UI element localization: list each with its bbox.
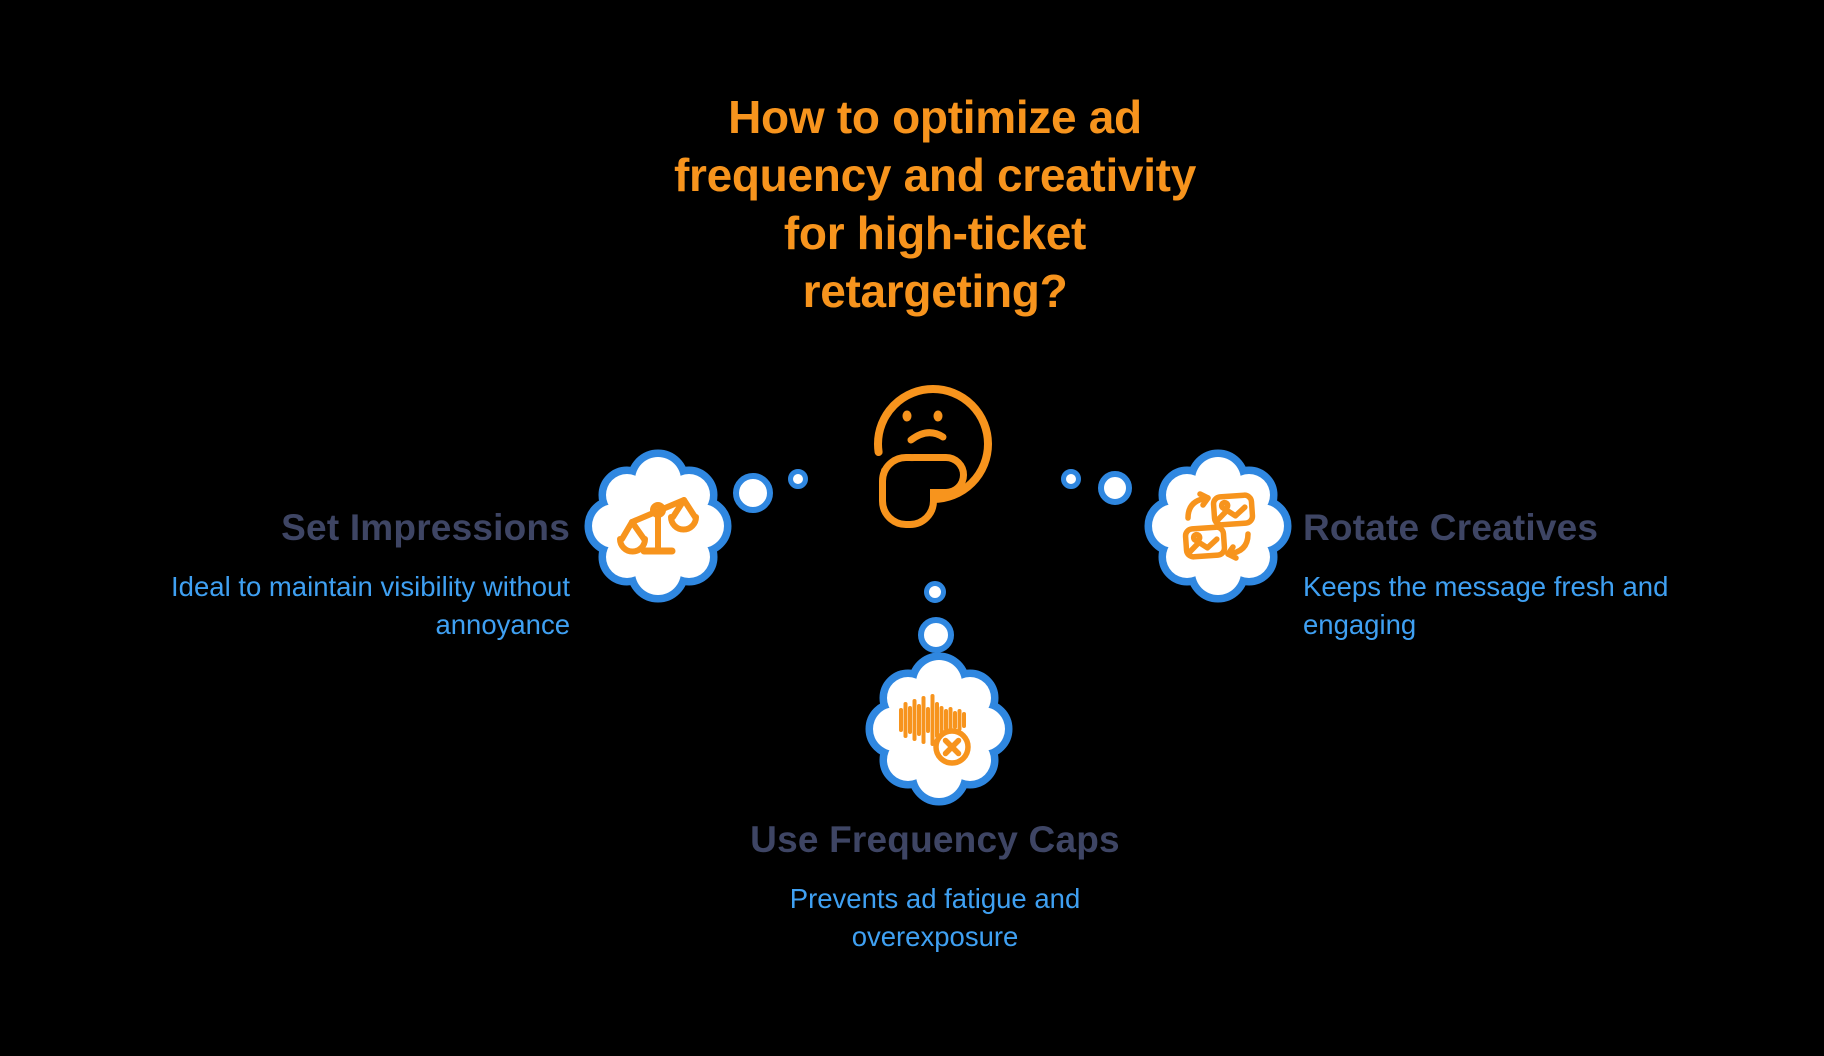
item-description: Ideal to maintain visibility without ann… <box>10 568 570 644</box>
thought-bubble <box>924 581 946 603</box>
thought-bubble <box>788 469 808 489</box>
item-description-line: overexposure <box>851 921 1019 952</box>
item-description-line: Prevents ad fatigue and <box>789 883 1081 914</box>
page-title-line: How to optimize ad <box>728 91 1142 143</box>
thought-cloud-frequency-caps <box>854 644 1024 814</box>
thought-bubble <box>1098 471 1132 505</box>
balance-scale-icon <box>617 497 699 555</box>
item-description-line: Ideal to maintain visibility without <box>171 571 570 602</box>
frequency-mute-icon <box>899 694 971 766</box>
item-rotate-creatives: Rotate Creatives Keeps the message fresh… <box>1303 506 1783 644</box>
page-title-line: for high-ticket <box>783 207 1087 259</box>
item-description: Keeps the message fresh and engaging <box>1303 568 1783 644</box>
item-description: Prevents ad fatigue and overexposure <box>635 880 1235 956</box>
thought-cloud-rotate-creatives <box>1133 441 1303 611</box>
rotate-images-icon <box>1182 491 1256 561</box>
item-title: Rotate Creatives <box>1303 507 1599 548</box>
page-title-line: frequency and creativity <box>673 149 1196 201</box>
thought-bubble <box>918 617 954 653</box>
item-description-line: Keeps the message fresh and <box>1303 571 1669 602</box>
item-description-line: engaging <box>1303 609 1417 640</box>
item-set-impressions: Set Impressions Ideal to maintain visibi… <box>10 506 570 644</box>
thought-bubble <box>1061 469 1081 489</box>
item-use-frequency-caps: Use Frequency Caps Prevents ad fatigue a… <box>635 818 1235 956</box>
item-title: Set Impressions <box>281 507 570 548</box>
item-description-line: annoyance <box>435 609 570 640</box>
thinking-face-icon <box>874 385 992 528</box>
thought-cloud-set-impressions <box>573 441 743 611</box>
item-title: Use Frequency Caps <box>750 819 1120 860</box>
thought-bubble <box>733 473 773 513</box>
page-title-line: retargeting? <box>802 265 1068 317</box>
page-title: How to optimize ad frequency and creativ… <box>585 88 1285 320</box>
